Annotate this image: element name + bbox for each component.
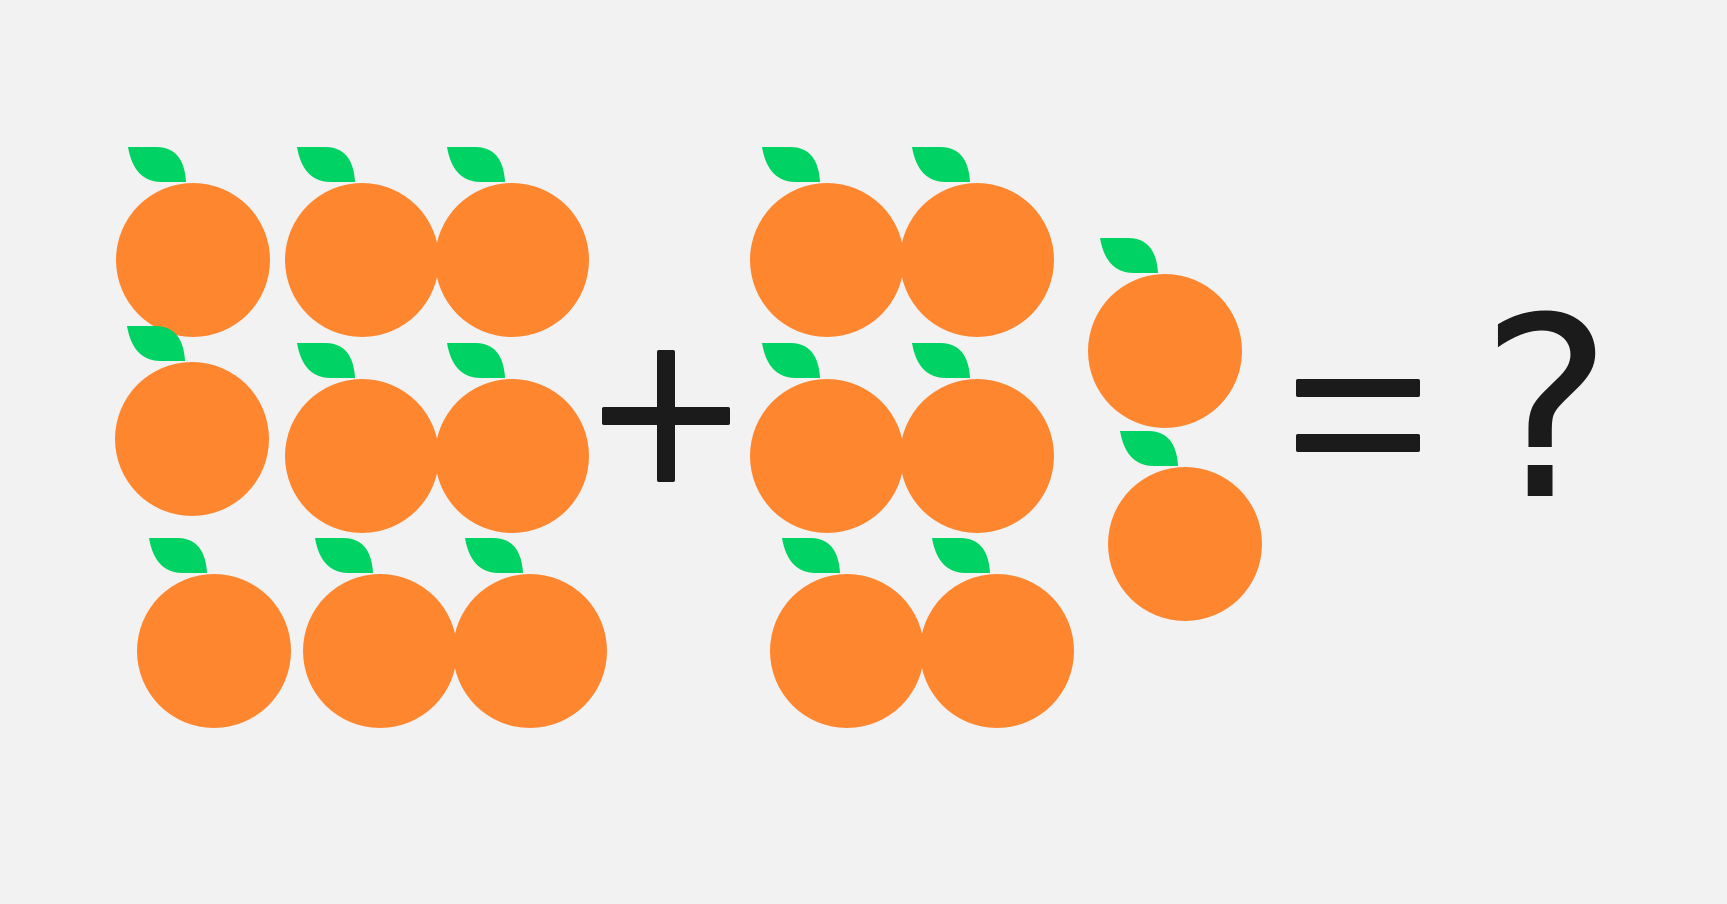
equals-sign <box>1295 378 1421 459</box>
left-orange-icon-1 <box>114 147 274 337</box>
right-orange-icon-4 <box>898 343 1058 533</box>
left-orange-icon-3 <box>433 147 593 337</box>
right-orange-icon-5 <box>768 538 928 728</box>
right-orange-icon-6 <box>918 538 1078 728</box>
left-orange-icon-5 <box>283 343 443 533</box>
left-orange-icon-9 <box>451 538 611 728</box>
right-orange-icon-7 <box>1086 238 1246 428</box>
left-orange-icon-4 <box>113 326 273 516</box>
answer-question-mark: ? <box>1480 264 1613 555</box>
plus-sign <box>600 348 732 489</box>
right-orange-icon-2 <box>898 147 1058 337</box>
left-orange-icon-8 <box>301 538 461 728</box>
right-orange-icon-1 <box>748 147 908 337</box>
left-orange-icon-2 <box>283 147 443 337</box>
left-orange-icon-7 <box>135 538 295 728</box>
right-orange-icon-8 <box>1106 431 1266 621</box>
right-orange-icon-3 <box>748 343 908 533</box>
left-orange-icon-6 <box>433 343 593 533</box>
